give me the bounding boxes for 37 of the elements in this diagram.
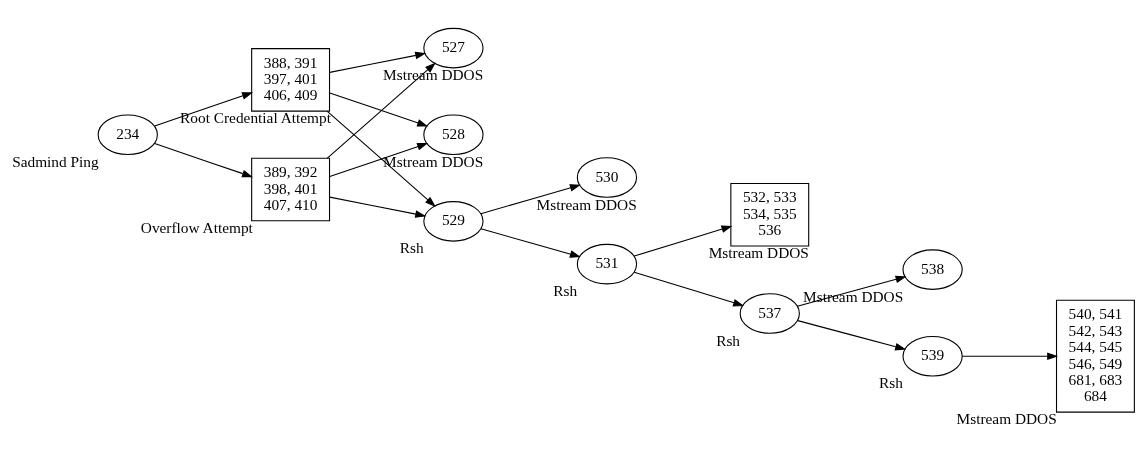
node-box: 532, 533 534, 535 536: [730, 183, 810, 247]
arrow: [480, 184, 581, 215]
node-box: 540, 541 542, 543 544, 545 546, 549 681, 683 684: [1055, 299, 1135, 413]
arrow: [326, 62, 436, 159]
arrow: [326, 110, 436, 207]
node-label: Mstream DDOS: [536, 195, 637, 213]
node-label: Root Credential Attempt: [180, 109, 331, 127]
arrow: [961, 352, 1059, 361]
node-box: 388, 391 397, 401 406, 409: [251, 48, 331, 112]
node-label: Overflow Attempt: [140, 219, 253, 237]
node-label: Rsh: [399, 239, 424, 257]
node-ellipse: 528: [423, 114, 484, 156]
arrow: [797, 320, 907, 351]
node-label: Sadmind Ping: [12, 152, 99, 170]
node-ellipse: 530: [576, 157, 638, 198]
node-ellipse: 234: [97, 114, 158, 156]
arrow: [329, 51, 427, 73]
node-ellipse: 527: [423, 27, 484, 69]
node-ellipse: 537: [739, 293, 800, 334]
node-label: Mstream DDOS: [708, 244, 809, 262]
arrow: [329, 92, 429, 127]
arrow: [154, 143, 254, 178]
arrow: [329, 142, 429, 178]
node-ellipse: 539: [902, 335, 963, 377]
node-label: Mstream DDOS: [956, 410, 1057, 428]
node-label: Rsh: [716, 331, 741, 349]
node-label: Rsh: [553, 282, 578, 300]
arrow: [329, 196, 427, 218]
node-ellipse: 538: [902, 249, 963, 290]
arrow: [154, 92, 254, 127]
node-ellipse: 531: [576, 243, 638, 285]
arrow: [633, 271, 745, 307]
arrow: [480, 228, 581, 258]
node-box: 389, 392 398, 401 407, 410: [251, 157, 331, 222]
node-ellipse: 529: [423, 201, 484, 242]
arrow: [633, 225, 733, 257]
node-label: Rsh: [879, 374, 903, 392]
